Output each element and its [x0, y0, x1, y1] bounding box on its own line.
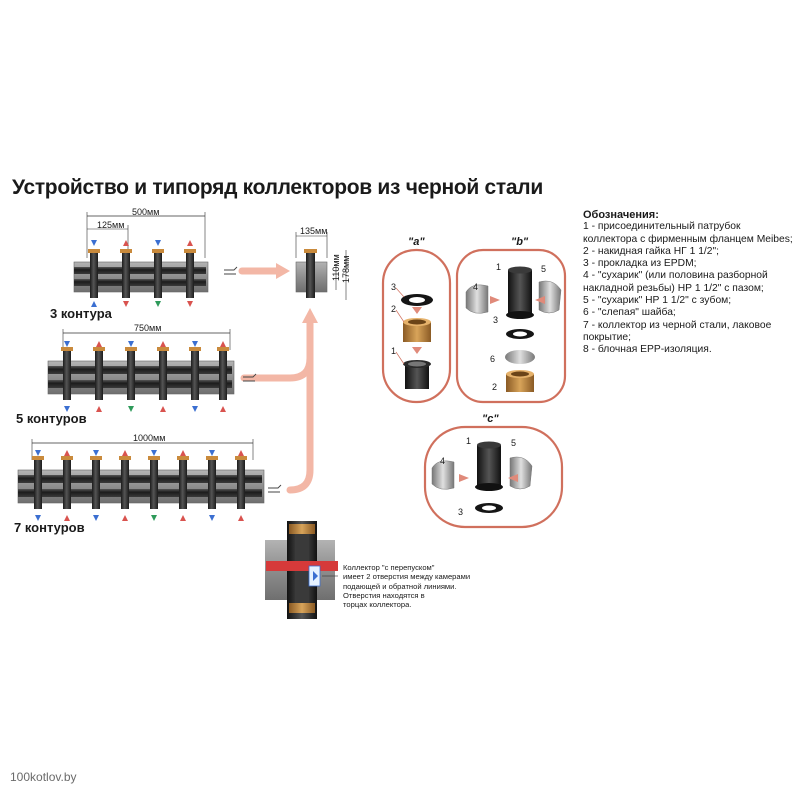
legend-item: 3 - прокладка из EPDM; [583, 258, 697, 270]
flow-markers [35, 450, 244, 521]
bypass-note-line: Коллектор "с перепуском" [343, 563, 435, 572]
side-view [295, 232, 347, 300]
dimension-label: 1000мм [133, 433, 166, 443]
collector-3-circuits [73, 212, 209, 307]
part-number: 4 [440, 456, 446, 466]
part-number: 3 [493, 315, 499, 325]
dimension-label: 110мм [331, 254, 341, 281]
dimension-label: 135мм [300, 226, 328, 236]
panel-label-b: "b" [511, 236, 529, 248]
legend-item: 4 - "сухарик" (или половина разборной на… [583, 270, 768, 294]
collector-5-circuits [47, 329, 235, 412]
part-number: 5 [511, 438, 517, 448]
bypass-detail [265, 521, 338, 619]
collector-label: 7 контуров [14, 520, 85, 535]
collector-label: 3 контура [50, 306, 112, 321]
insulation-block [17, 469, 265, 504]
insulation-block [47, 360, 235, 395]
dimension-label: 178мм [341, 255, 351, 283]
legend-item: 7 - коллектор из черной стали, лаковое п… [583, 319, 772, 343]
connector-arrows [238, 267, 314, 494]
watermark: 100kotlov.by [10, 770, 77, 784]
part-number: 4 [473, 282, 479, 292]
legend-heading: Обозначения: [583, 209, 659, 221]
dimension-label: 125мм [97, 220, 125, 230]
bypass-note-line: имеет 2 отверстия между камерами [343, 572, 471, 582]
legend-item: 8 - блочная EPP-изоляция. [583, 344, 712, 356]
legend: Обозначения: 1 - присоединительный патру… [583, 209, 793, 357]
part-number: 3 [458, 507, 464, 517]
collector-7-circuits [17, 439, 265, 521]
panel-label-c: "c" [482, 413, 499, 425]
detail-panel-a [381, 248, 452, 404]
legend-item: 5 - "сухарик" НР 1 1/2" с зубом; [583, 295, 732, 307]
part-number: 3 [391, 282, 397, 292]
dimension-label: 500мм [132, 207, 160, 217]
part-number: 1 [391, 346, 397, 356]
arrow-heads [276, 263, 318, 323]
part-number: 2 [391, 304, 397, 314]
bypass-note-line: торцах коллектора. [343, 600, 412, 610]
bypass-note-line: Отверстия находятся в [343, 590, 425, 600]
page-title: Устройство и типоряд коллекторов из черн… [12, 176, 543, 199]
part-number: 6 [490, 354, 496, 364]
dimension-label: 750мм [134, 323, 162, 333]
collector-label: 5 контуров [16, 411, 87, 426]
detail-panel-b [455, 248, 567, 404]
detail-panel-c [423, 425, 564, 529]
bypass-note: Коллектор "с перепуском" имеет 2 отверст… [343, 563, 470, 609]
flow-markers [64, 341, 226, 412]
bypass-note-line: подающей и обратной линиями. [343, 581, 457, 591]
legend-item: 1 - присоединительный патрубок коллектор… [583, 221, 793, 245]
legend-item: 2 - накидная гайка НГ 1 1/2"; [583, 245, 720, 257]
part-number: 1 [466, 436, 472, 446]
flow-markers [91, 240, 193, 307]
panel-label-a: "a" [408, 236, 425, 248]
part-number: 1 [496, 262, 502, 272]
part-number: 5 [541, 264, 547, 274]
pointer-hand-icon [224, 266, 282, 493]
legend-item: 6 - "слепая" шайба; [583, 307, 676, 319]
part-number: 2 [492, 382, 498, 392]
